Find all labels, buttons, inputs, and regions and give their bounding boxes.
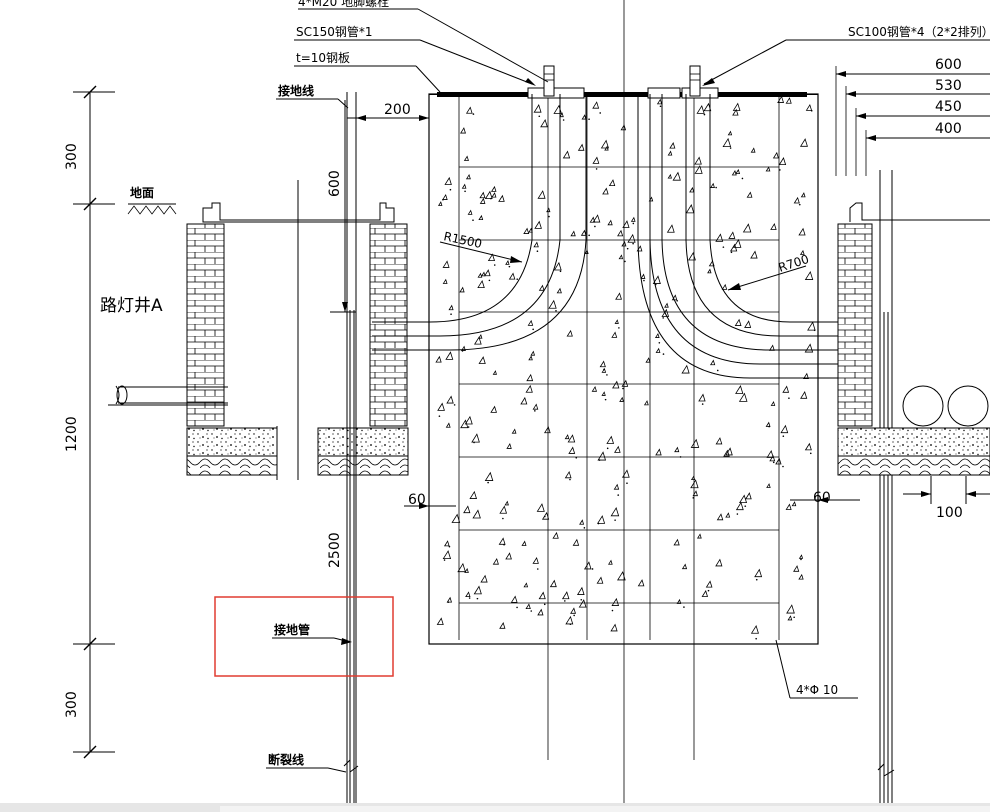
label-ground-pipe: 接地管 <box>274 622 310 637</box>
dim-60-group: 60 60 <box>404 490 860 509</box>
ground-surface-label: 地面 <box>130 185 154 200</box>
dim-200: 200 <box>384 102 411 118</box>
dim-530: 530 <box>935 78 962 94</box>
dim-60-left: 60 <box>408 492 426 508</box>
ground-surface-symbol: 地面 <box>127 185 177 215</box>
concrete-aggregate <box>435 95 816 640</box>
label-sc100: SC100钢管*4（2*2排列） <box>848 24 990 39</box>
dim-300-bottom: 300 <box>64 691 80 718</box>
steel-plate <box>437 92 807 97</box>
status-bar-inner <box>220 806 990 812</box>
dim-600-vertical: 600 <box>327 170 343 197</box>
light-well-a <box>108 180 409 480</box>
label-steel-plate: t=10钢板 <box>296 51 350 65</box>
label-break-line: 断裂线 <box>268 752 304 767</box>
well-a-label: 路灯井A <box>100 296 163 316</box>
leader-labels: 4*M20 地脚螺栓 SC150钢管*1 t=10钢板 接地线 SC100钢管*… <box>276 0 990 109</box>
dim-600-vertical-group: 600 2500 <box>327 100 348 568</box>
dim-2500: 2500 <box>327 532 343 568</box>
ground-rod <box>330 92 359 805</box>
dim-60-right: 60 <box>813 490 831 506</box>
left-dimension-chain: 300 1200 300 <box>64 85 115 759</box>
concrete-foundation: R1500 R700 <box>372 0 838 812</box>
ground-rod-right <box>877 170 895 808</box>
right-top-dimension-stack: 600 530 450 400 <box>835 57 990 176</box>
dim-300-top: 300 <box>64 143 80 170</box>
light-well-b-partial: 100 <box>837 202 990 521</box>
label-ground-wire: 接地线 <box>278 83 314 98</box>
highlight-box <box>214 596 394 677</box>
dim-100: 100 <box>936 505 963 521</box>
label-rebar: 4*Φ 10 <box>796 683 838 697</box>
dim-400: 400 <box>935 121 962 137</box>
dim-200-group: 200 <box>347 102 429 121</box>
label-anchor-bolts: 4*M20 地脚螺栓 <box>298 0 389 9</box>
dim-450: 450 <box>935 99 962 115</box>
dim-1200: 1200 <box>64 416 80 452</box>
dim-600-top: 600 <box>935 57 962 73</box>
bottom-labels: 接地管 断裂线 4*Φ 10 <box>266 622 858 773</box>
label-sc150: SC150钢管*1 <box>296 24 373 39</box>
